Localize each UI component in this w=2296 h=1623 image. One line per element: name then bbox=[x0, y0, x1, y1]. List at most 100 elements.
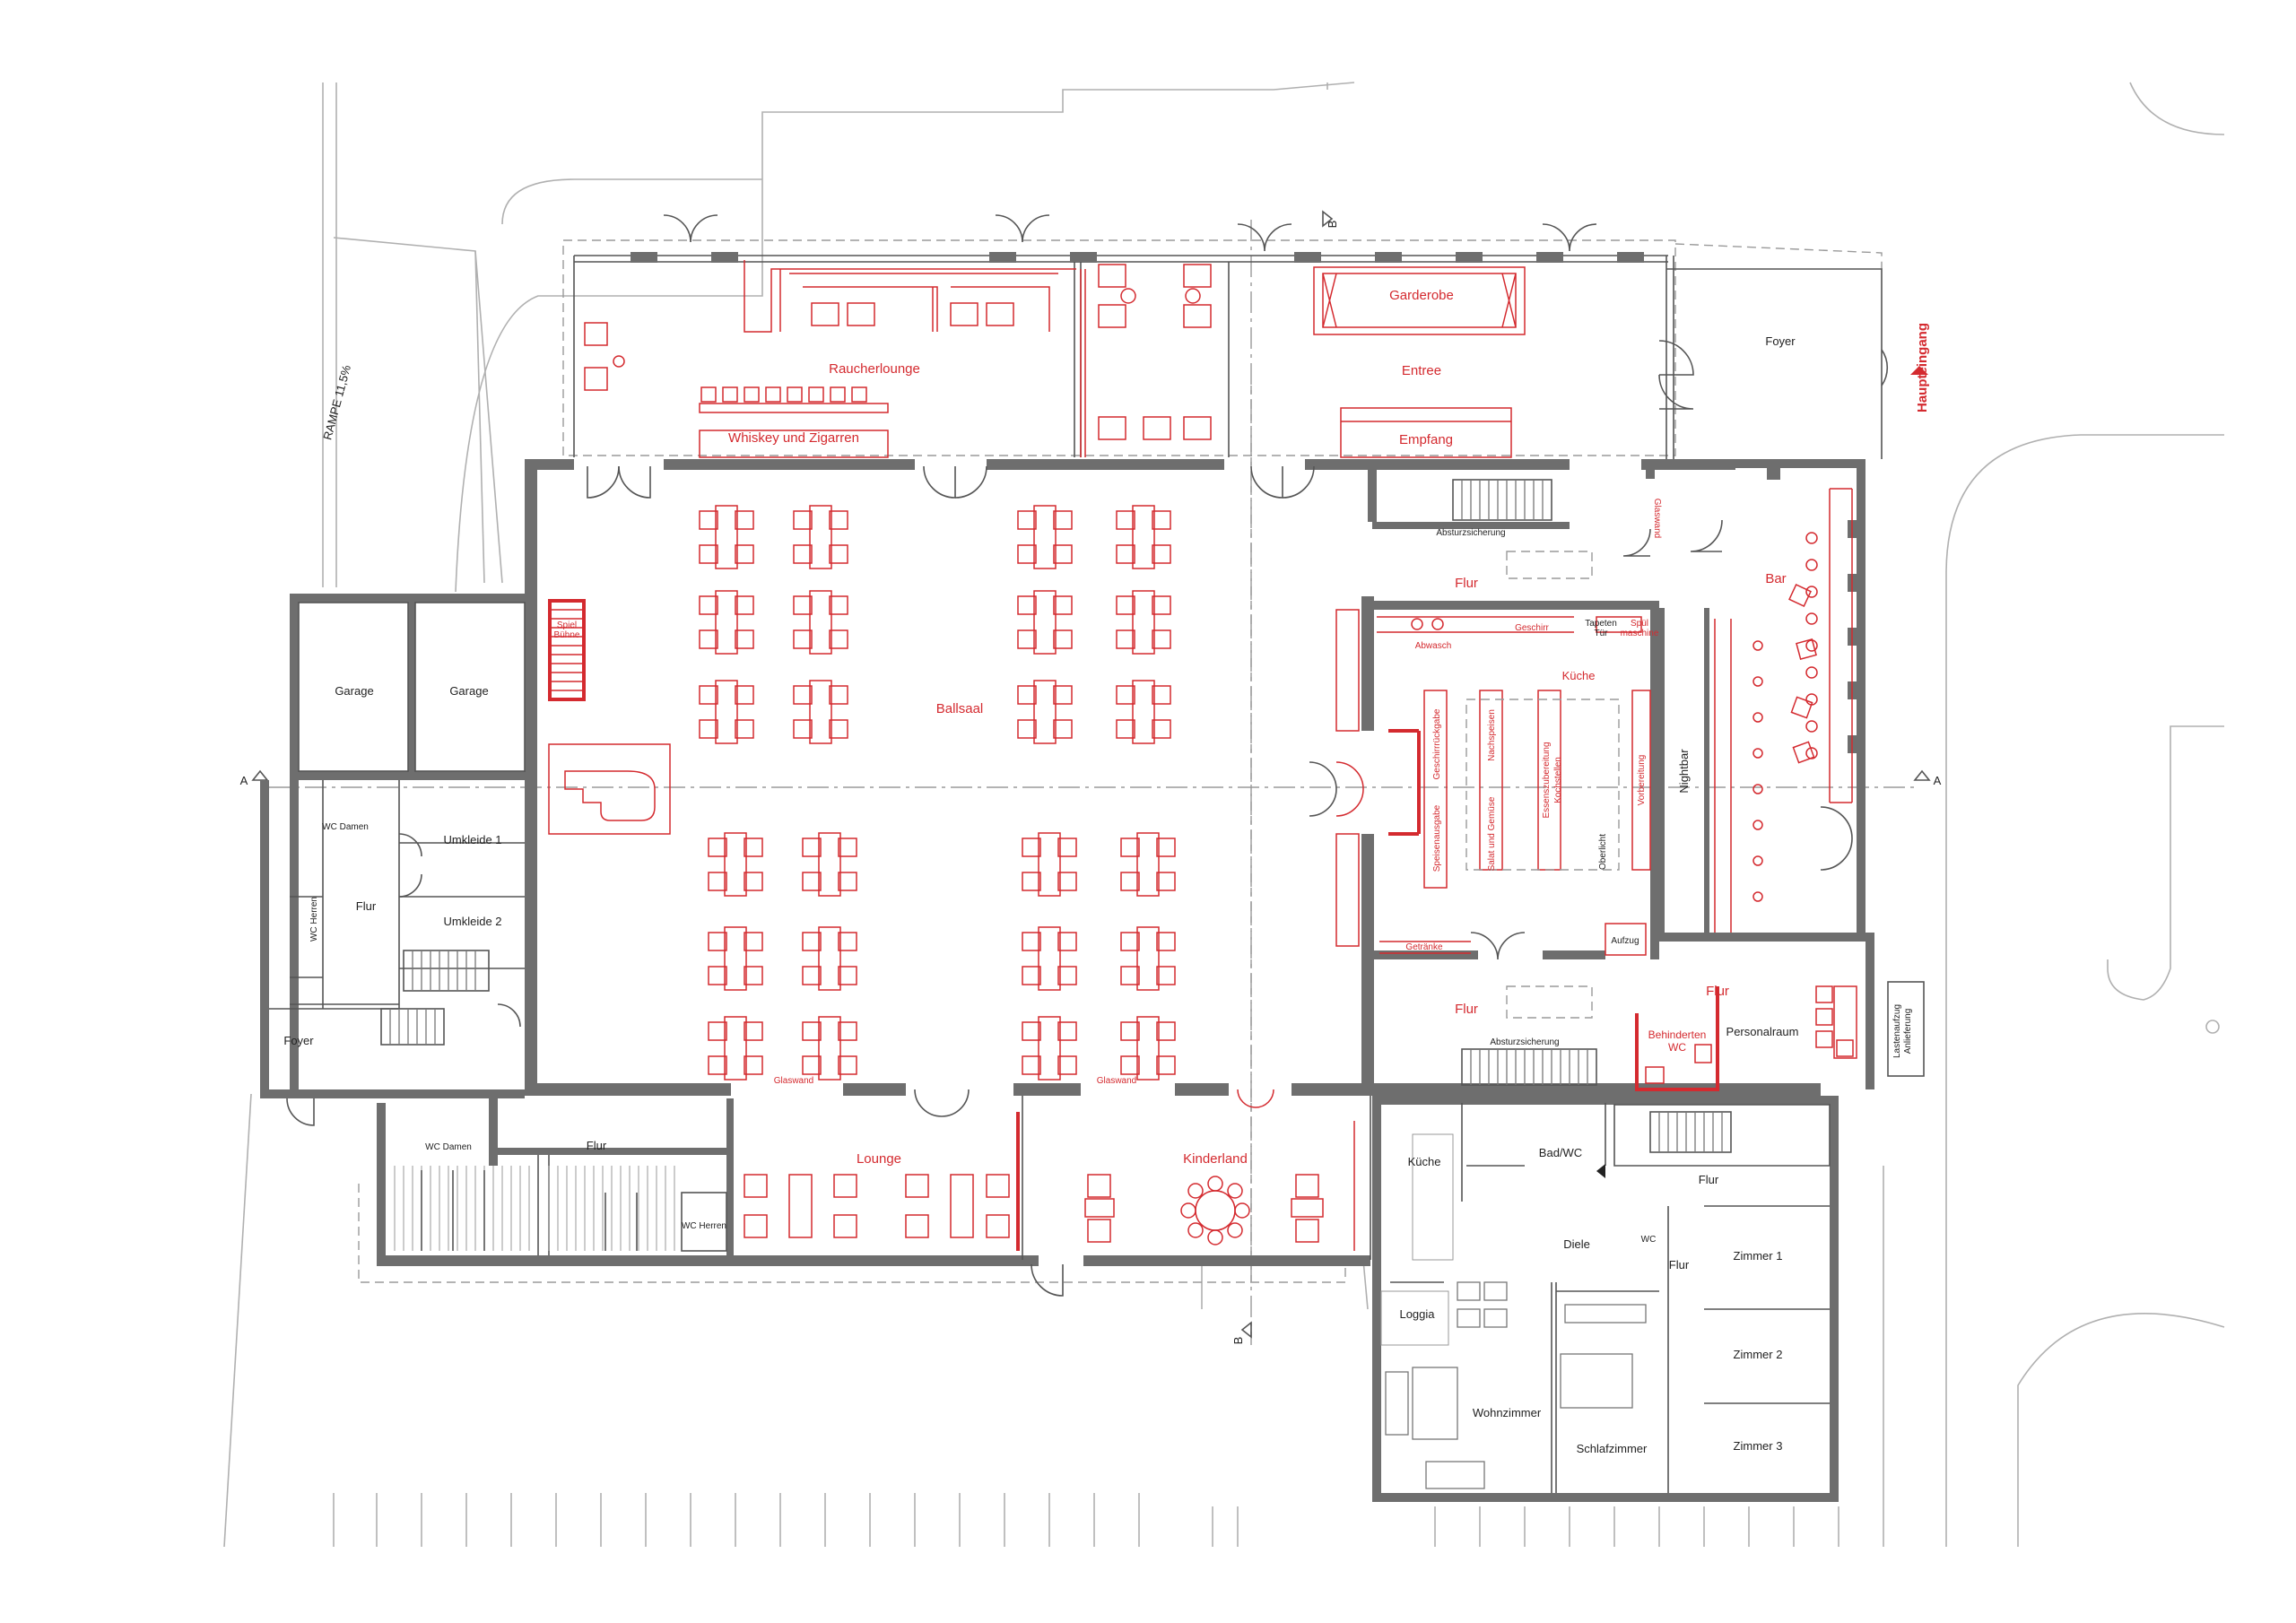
table-seat bbox=[744, 966, 763, 985]
table-group bbox=[708, 1016, 763, 1081]
apartment-arrow-icon bbox=[1596, 1164, 1605, 1178]
table-seat bbox=[1120, 1021, 1140, 1041]
table-seat bbox=[829, 629, 848, 649]
table-seat bbox=[1017, 510, 1037, 530]
label-flur-apt-2: Flur bbox=[1669, 1258, 1690, 1271]
table-seat bbox=[1053, 685, 1073, 705]
label-zimmer-2: Zimmer 2 bbox=[1734, 1348, 1783, 1361]
table-seat bbox=[708, 872, 727, 891]
furniture-personalraum bbox=[1815, 985, 1857, 1059]
label-flur-lift: Flur bbox=[1706, 984, 1729, 999]
table-seat bbox=[1053, 629, 1073, 649]
table-seat bbox=[838, 966, 857, 985]
table-seat bbox=[802, 872, 822, 891]
label-personalraum: Personalraum bbox=[1726, 1025, 1799, 1038]
label-foyer-left: Foyer bbox=[283, 1034, 314, 1047]
label-flur-kitchen-top: Flur bbox=[1455, 576, 1478, 591]
table-seat bbox=[1116, 685, 1135, 705]
table-seat bbox=[1033, 505, 1057, 569]
table-seat bbox=[735, 719, 754, 739]
table-group bbox=[1017, 680, 1073, 744]
furniture-kinderland bbox=[1084, 1174, 1324, 1245]
table-seat bbox=[708, 838, 727, 857]
table-seat bbox=[1152, 544, 1171, 564]
table-seat bbox=[838, 932, 857, 951]
table-seat bbox=[715, 680, 738, 744]
label-spiel: Spiel bbox=[557, 621, 577, 630]
label-vorbereitung: Vorbereitung bbox=[1637, 755, 1647, 806]
table-seat bbox=[1116, 595, 1135, 615]
table-seat bbox=[1120, 966, 1140, 985]
table-seat bbox=[1156, 1021, 1176, 1041]
table-seat bbox=[1017, 719, 1037, 739]
table-seat bbox=[1152, 629, 1171, 649]
table-seat bbox=[1152, 510, 1171, 530]
ballroom-tables[interactable] bbox=[699, 505, 1176, 1081]
table-seat bbox=[1053, 719, 1073, 739]
table-seat bbox=[838, 872, 857, 891]
lounge-kinderland bbox=[734, 1096, 1371, 1266]
table-seat bbox=[809, 505, 832, 569]
label-section-b-bottom: B bbox=[1231, 1337, 1245, 1345]
table-seat bbox=[699, 544, 718, 564]
furniture-raucherlounge bbox=[584, 260, 1076, 458]
table-seat bbox=[802, 1055, 822, 1075]
table-seat bbox=[818, 926, 841, 991]
furniture-garderobe bbox=[1313, 266, 1526, 458]
furniture-wc-behinderten bbox=[1635, 986, 1719, 1091]
label-kueche-main: Küche bbox=[1562, 669, 1596, 682]
label-lastenaufzug: Lastenaufzug bbox=[1892, 1004, 1902, 1058]
label-kochstellen: Kochstellen bbox=[1553, 757, 1563, 803]
table-seat bbox=[744, 838, 763, 857]
table-seat bbox=[1132, 680, 1155, 744]
table-seat bbox=[699, 510, 718, 530]
label-geschirr: Geschirr bbox=[1515, 623, 1549, 633]
label-absturzsicherung-top: Absturzsicherung bbox=[1436, 528, 1505, 538]
table-seat bbox=[1022, 1055, 1041, 1075]
table-seat bbox=[699, 629, 718, 649]
furniture-top-chairs bbox=[700, 386, 867, 403]
table-seat bbox=[1022, 932, 1041, 951]
table-group bbox=[1116, 680, 1171, 744]
table-seat bbox=[793, 629, 813, 649]
label-section-a-right: A bbox=[1934, 774, 1942, 787]
label-section-a-left: A bbox=[240, 774, 248, 787]
label-umkleide-1: Umkleide 1 bbox=[443, 833, 501, 846]
label-section-b-top: B bbox=[1326, 221, 1339, 229]
table-group bbox=[708, 926, 763, 991]
kitchen-labels: Abwasch Geschirr Tapeten Tür Spül maschi… bbox=[1405, 619, 1691, 952]
label-salat: Salat und Gemüse bbox=[1487, 796, 1497, 871]
table-seat bbox=[1057, 872, 1077, 891]
furniture-bistro bbox=[1080, 264, 1212, 457]
table-seat bbox=[818, 1016, 841, 1081]
label-nachspeisen: Nachspeisen bbox=[1487, 709, 1497, 761]
table-seat bbox=[1038, 832, 1061, 897]
table-seat bbox=[744, 1021, 763, 1041]
label-foyer-main: Foyer bbox=[1765, 334, 1796, 348]
label-bad-wc: Bad/WC bbox=[1539, 1146, 1582, 1159]
table-seat bbox=[735, 629, 754, 649]
table-seat bbox=[1136, 832, 1160, 897]
table-seat bbox=[1017, 595, 1037, 615]
label-garage-2: Garage bbox=[449, 684, 488, 698]
label-raucherlounge: Raucherlounge bbox=[829, 361, 920, 377]
table-seat bbox=[1116, 629, 1135, 649]
table-seat bbox=[1156, 1055, 1176, 1075]
label-glaswand-vertical: Glaswand bbox=[1652, 499, 1662, 538]
table-seat bbox=[829, 510, 848, 530]
table-seat bbox=[735, 510, 754, 530]
label-wc-apt: WC bbox=[1641, 1235, 1657, 1245]
lastenaufzug-box bbox=[1887, 981, 1925, 1077]
table-seat bbox=[829, 685, 848, 705]
label-haupteingang: Haupteingang bbox=[1915, 323, 1930, 412]
label-garage-1: Garage bbox=[335, 684, 373, 698]
table-seat bbox=[1156, 966, 1176, 985]
table-group bbox=[1022, 926, 1077, 991]
table-seat bbox=[724, 926, 747, 991]
table-seat bbox=[1022, 966, 1041, 985]
label-lounge: Lounge bbox=[857, 1151, 901, 1167]
table-seat bbox=[793, 510, 813, 530]
label-getraenke: Getränke bbox=[1405, 942, 1443, 952]
table-group bbox=[1017, 590, 1073, 655]
